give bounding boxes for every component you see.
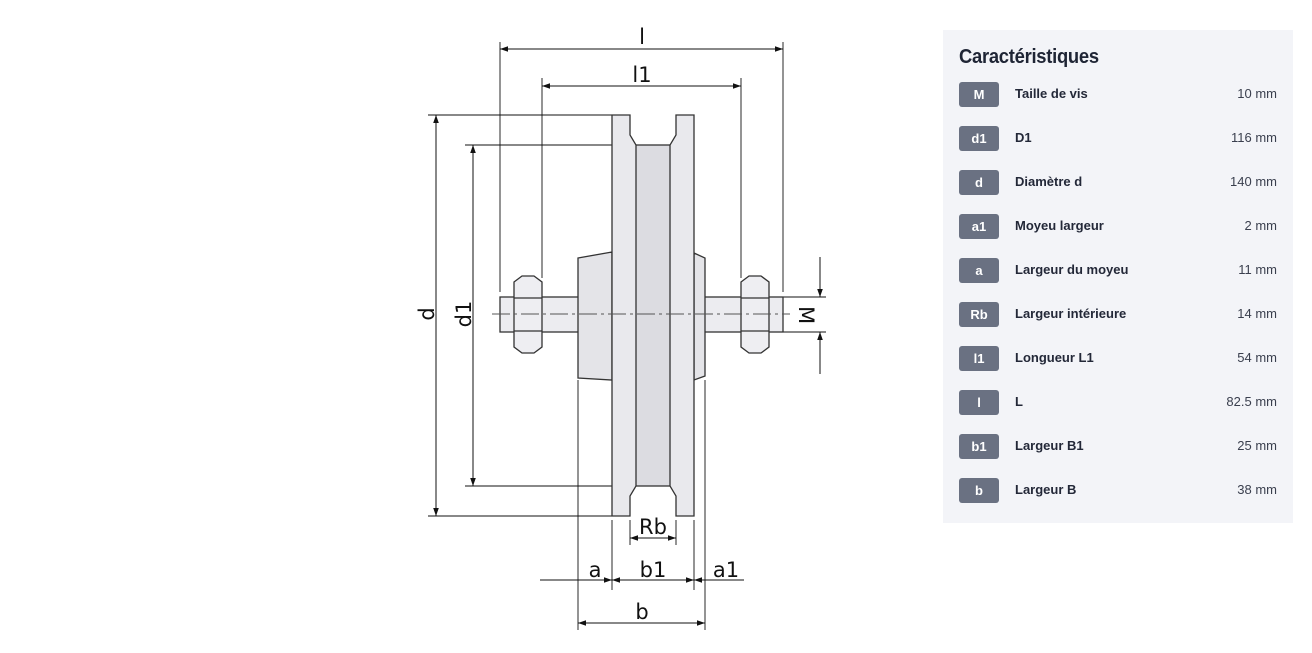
spec-label: D1	[1015, 130, 1032, 145]
dimension-lines	[433, 46, 823, 626]
spec-row-Rb: Rb Largeur intérieure 14 mm	[959, 302, 1277, 346]
spec-label: Moyeu largeur	[1015, 218, 1104, 233]
spec-row-d1: d1 D1 116 mm	[959, 126, 1277, 170]
spec-code-badge: M	[959, 82, 999, 107]
spec-code-badge: d1	[959, 126, 999, 151]
right-flange	[669, 114, 695, 517]
label-l: l	[639, 25, 645, 49]
left-flange	[611, 114, 637, 517]
spec-value: 82.5 mm	[1226, 394, 1277, 409]
hub-right	[693, 251, 706, 381]
spec-value: 11 mm	[1238, 262, 1277, 277]
dimension-labels: l l1 d d1 M Rb a b1 a1 b	[415, 25, 818, 624]
spec-row-l1: l1 Longueur L1 54 mm	[959, 346, 1277, 390]
spec-value: 2 mm	[1244, 218, 1278, 233]
left-nut	[513, 275, 543, 354]
spec-row-b: b Largeur B 38 mm	[959, 478, 1277, 522]
label-b1: b1	[640, 558, 667, 582]
spec-row-l: l L 82.5 mm	[959, 390, 1277, 434]
spec-label: Largeur du moyeu	[1015, 262, 1129, 277]
spec-code-badge: a	[959, 258, 999, 283]
spec-value: 25 mm	[1237, 438, 1277, 453]
spec-label: Largeur B	[1015, 482, 1077, 497]
label-a: a	[589, 558, 602, 582]
spec-row-a1: a1 Moyeu largeur 2 mm	[959, 214, 1277, 258]
spec-row-a: a Largeur du moyeu 11 mm	[959, 258, 1277, 302]
label-l1: l1	[632, 63, 651, 87]
spec-value: 116 mm	[1231, 130, 1277, 145]
spec-value: 10 mm	[1237, 86, 1277, 101]
spec-code-badge: d	[959, 170, 999, 195]
spec-code-badge: l	[959, 390, 999, 415]
spec-code-badge: a1	[959, 214, 999, 239]
spec-label: Taille de vis	[1015, 86, 1088, 101]
wheel-technical-drawing: l l1 d d1 M Rb a b1 a1 b	[415, 25, 826, 630]
spec-row-d: d Diamètre d 140 mm	[959, 170, 1277, 214]
spec-label: Largeur intérieure	[1015, 306, 1127, 321]
spec-row-M: M Taille de vis 10 mm	[959, 82, 1277, 126]
spec-code-badge: b1	[959, 434, 999, 459]
spec-code-badge: Rb	[959, 302, 999, 327]
right-nut	[740, 275, 770, 354]
spec-label: Longueur L1	[1015, 350, 1094, 365]
label-d1: d1	[452, 301, 476, 328]
spec-code-badge: l1	[959, 346, 999, 371]
label-a1: a1	[713, 558, 739, 582]
spec-value: 14 mm	[1237, 306, 1277, 321]
label-d: d	[415, 307, 439, 320]
characteristics-panel: Caractéristiques M Taille de vis 10 mm d…	[943, 30, 1293, 523]
characteristics-list: M Taille de vis 10 mm d1 D1 116 mm d Dia…	[959, 82, 1277, 522]
spec-label: L	[1015, 394, 1023, 409]
wheel-part	[499, 114, 784, 517]
spec-code-badge: b	[959, 478, 999, 503]
label-b: b	[635, 600, 648, 624]
spec-value: 54 mm	[1237, 350, 1277, 365]
spec-row-b1: b1 Largeur B1 25 mm	[959, 434, 1277, 478]
hub	[577, 251, 613, 381]
spec-label: Largeur B1	[1015, 438, 1084, 453]
spec-value: 38 mm	[1237, 482, 1277, 497]
spec-label: Diamètre d	[1015, 174, 1083, 189]
panel-title: Caractéristiques	[959, 46, 1099, 68]
label-Rb: Rb	[639, 515, 667, 539]
label-M: M	[794, 306, 818, 324]
spec-value: 140 mm	[1230, 174, 1277, 189]
extension-lines	[428, 42, 826, 630]
